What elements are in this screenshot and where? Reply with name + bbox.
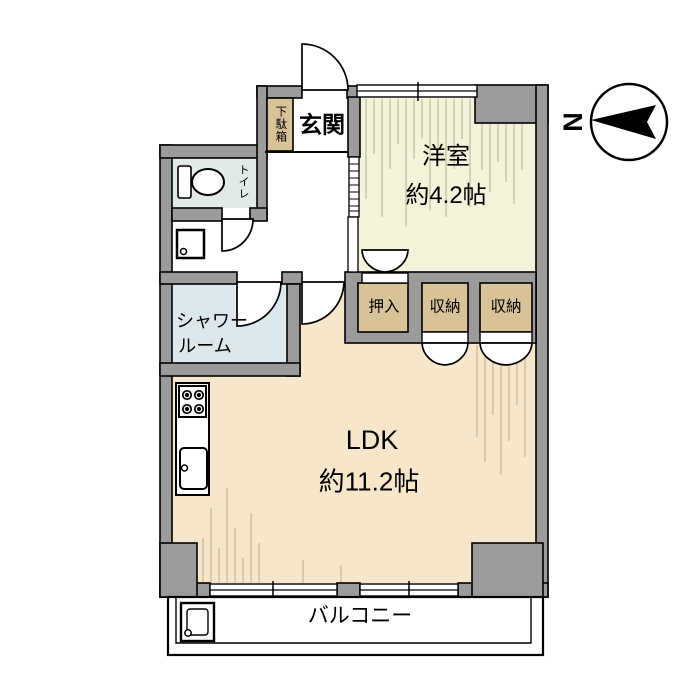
wall-toilet-top [159,144,268,159]
shower-door-swing [236,281,282,327]
wall-notch-sw [159,542,198,598]
balcony-inner-rail [175,597,532,644]
pipe-space-shelf [348,156,360,218]
toilet-bowl [191,168,225,196]
label-oshiire: 押入 [368,298,400,316]
oshiire-box [357,282,409,333]
washer-pan-drain [179,247,188,256]
wall-toilet-bottom-left [171,207,223,222]
toilet-tank [177,165,192,199]
label-ldk-size: 約11.2帖 [318,466,420,497]
storage1-box [421,282,469,333]
pipe-space-hatch [349,163,359,212]
compass-north-label: N [558,112,589,132]
wall-notch-se [471,542,544,598]
wall-mid-left [159,271,238,285]
storage1-door-frame [421,331,469,344]
label-toilet: トイレ [237,164,250,200]
label-balcony: バルコニー [307,604,413,628]
windows [209,82,478,601]
ldk-floor-hatch [202,345,526,583]
balcony-area [166,595,545,657]
compass-north-arrow [591,105,656,139]
label-shower-line2: ルーム [178,336,232,357]
storage2-box [479,282,533,333]
label-genkan: 玄関 [299,111,345,138]
partition-hall-western [347,216,359,273]
label-getabako: 下駄箱 [274,105,287,143]
wall-mid-center [281,271,303,285]
entrance-door-swing [301,43,349,91]
balcony-pan-drain [184,629,192,637]
label-western-room: 洋室 [422,142,470,170]
label-western-room-size: 約4.2帖 [405,181,487,209]
balcony-washer-pan-inner [186,608,209,636]
toilet-door-swing [221,218,254,252]
label-ldk: LDK [345,425,399,456]
western-room-floor-hatch [365,99,523,227]
wall-toilet-bottom-right [249,207,268,222]
label-storage2: 収納 [490,298,522,316]
wall-shower-bottom [159,362,301,377]
oshiire-bifold-door [361,249,409,273]
wall-hall-western-divider [347,96,361,158]
oshiire-door-frame [361,272,409,284]
wall-right [535,84,549,598]
ldk-door-swing [301,281,345,325]
sink-faucet [180,464,189,472]
label-shower-line1: シャワー [176,311,248,332]
kitchen-sink [179,447,208,490]
label-storage1: 収納 [429,298,461,316]
wall-bottom-center [336,582,361,598]
storage1-bifold-door [421,342,469,366]
stove-burners [181,389,205,415]
storage2-bifold-door [479,342,533,366]
storage2-door-frame [479,331,533,344]
